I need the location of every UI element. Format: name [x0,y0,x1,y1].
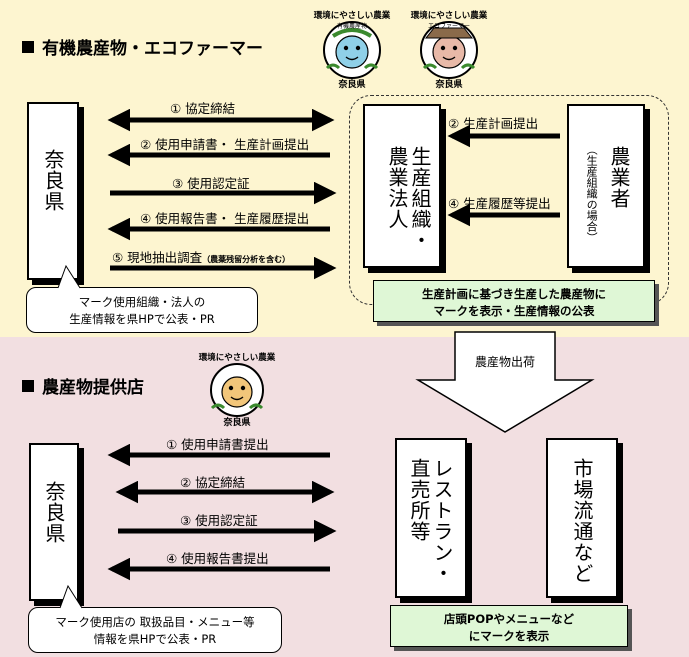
nara-pref-box-top: 奈良県 [27,102,79,280]
inner-arrow-label-plan: ② 生産計画提出 [448,116,539,131]
pr-callout-bottom: マーク使用店の 取扱品目・メニュー等 情報を県HPで公表・PR [28,607,282,653]
arrow-label-certificate: ③ 使用認定証 [172,176,250,191]
logo-pref: 奈良県 [222,416,250,428]
organic-mascot-logo: 環境にやさしい農業 有機農産物 奈良県 [314,10,391,90]
restaurant-label: レストラン・直売所等 [407,458,454,584]
arrow-label-report: ④ 使用報告書提出 [166,551,269,566]
farmer-box: 農業者 （生産組織の場合） [567,104,645,268]
shipment-label: 農産物出荷 [475,354,535,369]
market-label: 市場流通など [570,458,594,584]
mark-display-note-bottom: 店頭POPやメニューなど にマークを表示 [390,605,628,647]
market-box: 市場流通など [546,438,618,598]
arrow-label-application: ② 使用申請書・ 生産計画提出 [140,137,310,152]
arrow-label-application: ① 使用申請書提出 [166,437,269,452]
inspection-note: （農薬残留分析を含む） [202,255,291,264]
inner-arrow-label-history: ④ 生産履歴等提出 [448,196,551,211]
section-title-store: 農産物提供店 [22,373,144,398]
nara-pref-label: 奈良県 [42,481,66,544]
square-bullet-icon [22,41,34,53]
square-bullet-icon [22,380,34,392]
farmer-label: 農業者 [607,146,631,209]
nara-pref-box-bottom: 奈良県 [29,443,79,601]
logo-pref: 奈良県 [434,78,462,90]
nara-pref-label: 奈良県 [41,149,65,212]
logo-slogan: 環境にやさしい農業 [199,352,276,363]
shipment-arrow [415,331,595,433]
restaurant-box: レストラン・直売所等 [395,438,467,598]
mark-display-note-top: 生産計画に基づき生産した農産物に マークを表示・生産情報の公表 [373,280,655,322]
eco-farmer-mascot-logo: 環境にやさしい農業 エコファーマー 奈良県 [411,10,488,90]
production-org-label: 生産組織・農業法人 [385,146,432,251]
logo-subtitle: エコファーマー [428,23,470,30]
section-title-organic: 有機農産物・エコファーマー [22,34,263,59]
arrow-label-certificate: ③ 使用認定証 [180,513,258,528]
callout-tail-top [57,264,81,289]
logo-slogan: 環境にやさしい農業 [314,10,391,21]
farmer-sub-label: （生産組織の場合） [585,144,599,243]
production-org-box: 生産組織・農業法人 [363,104,441,268]
store-mascot-logo: 環境にやさしい農業 奈良県 [199,352,276,428]
logo-pref: 奈良県 [337,78,365,90]
pr-callout-top: マーク使用組織・法人の 生産情報を県HPで公表・PR [26,287,258,333]
callout-tail-bottom [59,584,83,609]
logo-subtitle: 有機農産物 [337,22,367,30]
logo-slogan: 環境にやさしい農業 [411,10,488,21]
arrow-label-report: ④ 使用報告書・ 生産履歴提出 [140,211,310,226]
arrow-label-inspection: ⑤ 現地抽出調査（農薬残留分析を含む） [112,250,291,265]
